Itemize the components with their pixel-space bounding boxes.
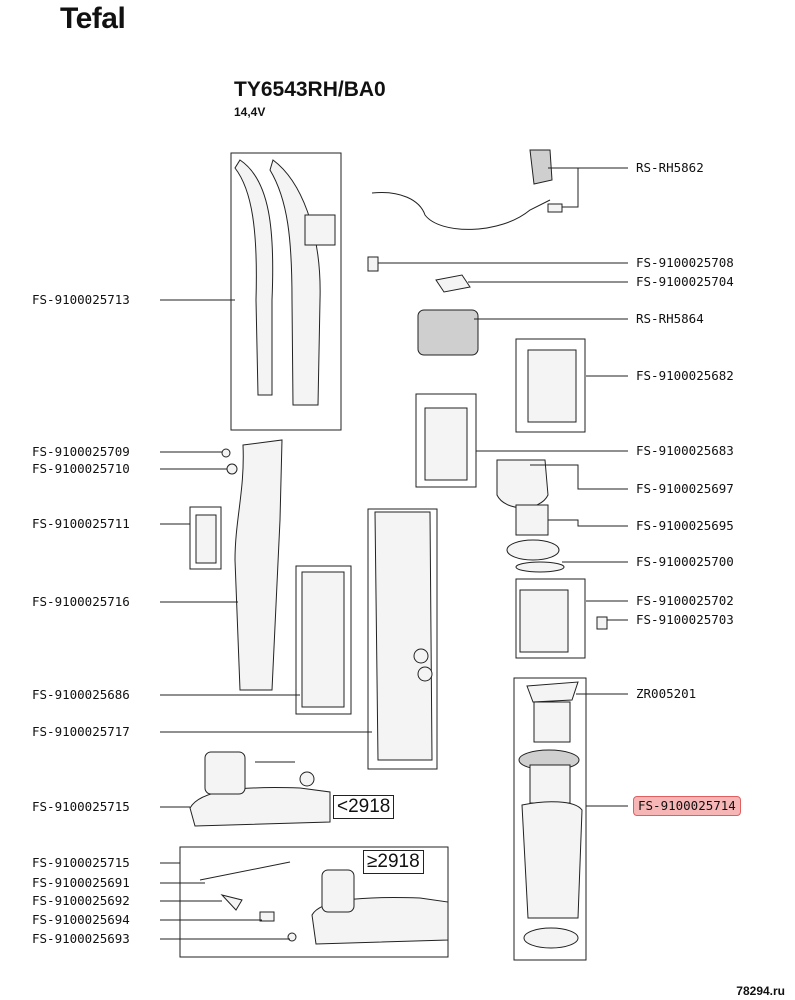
- part-label[interactable]: FS-9100025692: [32, 893, 130, 908]
- battery-box: [515, 338, 586, 433]
- cover-module: [424, 407, 468, 481]
- part-label[interactable]: FS-9100025682: [636, 368, 734, 383]
- part-label[interactable]: FS-9100025713: [32, 292, 130, 307]
- part-label[interactable]: FS-9100025691: [32, 875, 130, 890]
- dust-bin: [521, 801, 583, 919]
- part-label[interactable]: FS-9100025709: [32, 444, 130, 459]
- part-label[interactable]: FS-9100025711: [32, 516, 130, 531]
- main-body: [374, 511, 433, 761]
- battery-pack: [417, 309, 479, 356]
- badge-after-2918: ≥2918: [363, 850, 424, 874]
- part-label[interactable]: FS-9100025702: [636, 593, 734, 608]
- part-label[interactable]: FS-9100025694: [32, 912, 130, 927]
- nozzle-neck-new: [321, 869, 355, 913]
- brush-end-cap: [299, 771, 315, 787]
- contact-clip: [367, 256, 379, 272]
- body-box: [367, 508, 438, 770]
- washer-part: [226, 463, 238, 475]
- brand-logo: Tefal: [60, 2, 126, 35]
- nozzle-neck: [204, 751, 246, 795]
- part-label[interactable]: FS-9100025686: [32, 687, 130, 702]
- cap-part: [287, 932, 297, 942]
- badge-before-2918: <2918: [333, 795, 395, 819]
- filter-mesh: [533, 701, 571, 743]
- charger-cable: [371, 191, 551, 230]
- power-box: [515, 578, 586, 659]
- battery-module: [527, 349, 577, 423]
- motor-ring: [506, 539, 560, 561]
- screw-part: [221, 448, 231, 458]
- model-number: TY6543RH/BA0: [234, 78, 386, 101]
- part-label[interactable]: FS-9100025683: [636, 443, 734, 458]
- handle-clip: [304, 214, 336, 246]
- container-lid: [526, 681, 579, 703]
- rear-housing: [234, 439, 283, 691]
- highlighted-part-label[interactable]: FS-9100025714: [633, 796, 741, 816]
- cover-box: [415, 393, 477, 488]
- seal-ring: [515, 561, 565, 573]
- part-label[interactable]: FS-9100025715: [32, 855, 130, 870]
- brushroll-new: [199, 861, 291, 881]
- body-ring-1: [413, 648, 429, 664]
- part-label[interactable]: RS-RH5864: [636, 311, 704, 326]
- part-label[interactable]: FS-9100025700: [636, 554, 734, 569]
- part-label[interactable]: FS-9100025704: [636, 274, 734, 289]
- cyclone: [529, 764, 571, 804]
- bin-bottom: [523, 927, 579, 949]
- screw-set: [195, 514, 217, 564]
- part-label[interactable]: FS-9100025715: [32, 799, 130, 814]
- extension-tube: [301, 571, 345, 708]
- charger-jack: [547, 203, 563, 213]
- part-label[interactable]: FS-9100025717: [32, 724, 130, 739]
- clip-part: [259, 911, 275, 922]
- latch-part: [435, 274, 471, 293]
- tube-box: [295, 565, 352, 715]
- handle-left-part: [234, 159, 274, 396]
- part-label[interactable]: ZR005201: [636, 686, 697, 701]
- belt-part: [220, 894, 243, 911]
- watermark: 78294.ru: [736, 984, 785, 998]
- switch-part: [596, 616, 608, 630]
- part-label[interactable]: FS-9100025708: [636, 255, 734, 270]
- handle-group-box: [230, 152, 342, 431]
- part-label[interactable]: FS-9100025693: [32, 931, 130, 946]
- part-label[interactable]: FS-9100025697: [636, 481, 734, 496]
- dust-container-box: [513, 677, 587, 961]
- handle-right-part: [269, 159, 321, 406]
- motor-cylinder: [515, 504, 549, 536]
- filter-cone: [496, 459, 549, 509]
- voltage-label: 14,4V: [234, 105, 266, 119]
- screws-box: [189, 506, 222, 570]
- power-module: [519, 589, 569, 653]
- part-label[interactable]: FS-9100025703: [636, 612, 734, 627]
- body-ring-2: [417, 666, 433, 682]
- part-label[interactable]: FS-9100025716: [32, 594, 130, 609]
- charger-plug: [529, 149, 553, 185]
- part-label[interactable]: FS-9100025695: [636, 518, 734, 533]
- part-label[interactable]: RS-RH5862: [636, 160, 704, 175]
- floor-nozzle: [189, 787, 331, 827]
- part-label[interactable]: FS-9100025710: [32, 461, 130, 476]
